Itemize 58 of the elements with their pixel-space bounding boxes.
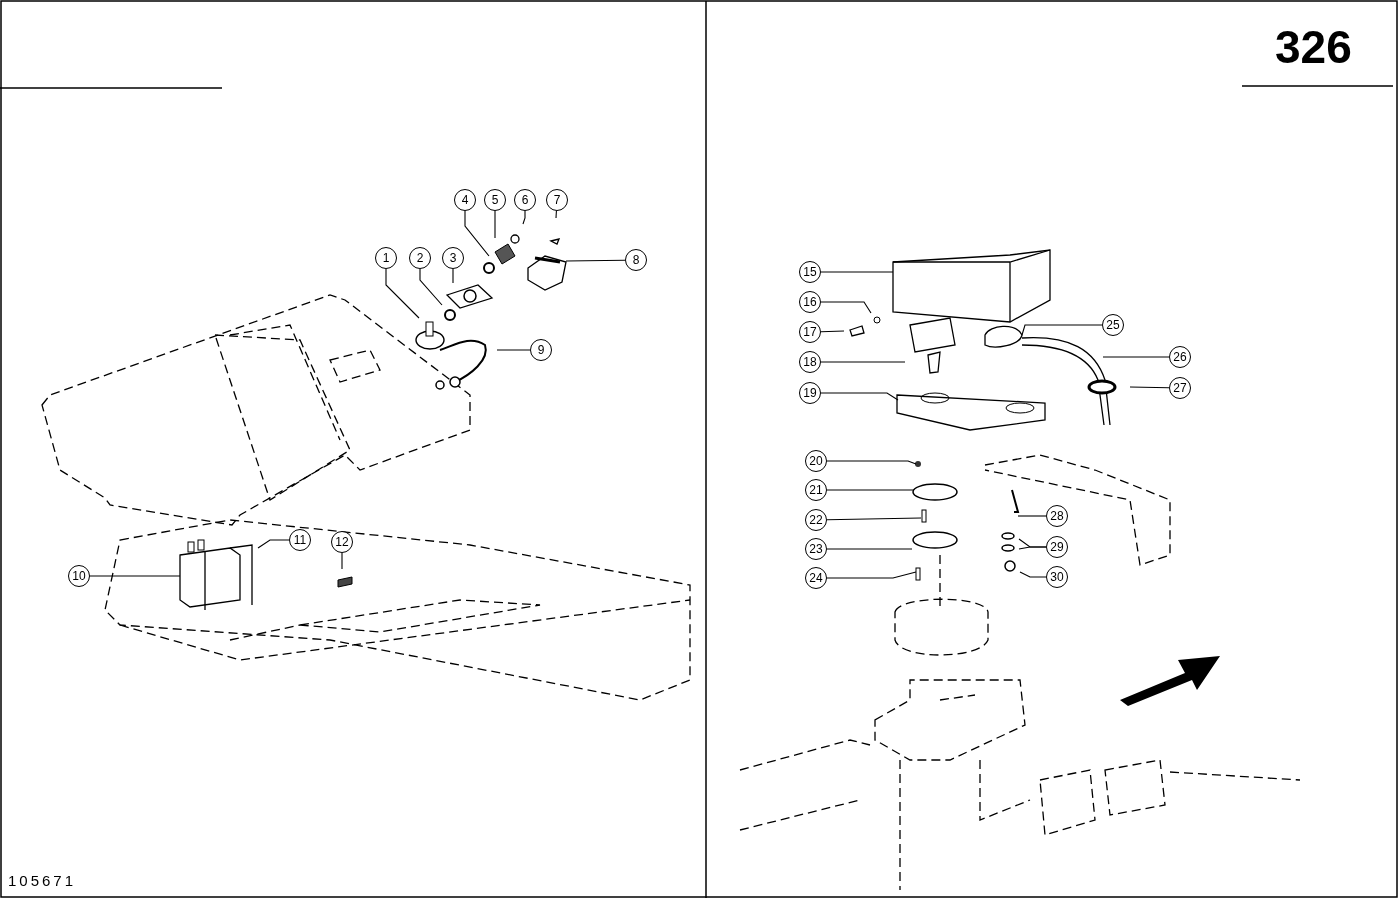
callout-number: 2	[409, 247, 431, 269]
leader-line	[341, 552, 343, 570]
callout-number: 4	[454, 189, 476, 211]
callout-number: 20	[805, 450, 827, 472]
leader-line	[820, 330, 845, 333]
callout-number: 8	[625, 249, 647, 271]
leader-line	[522, 210, 526, 225]
callout-number: 16	[799, 291, 821, 313]
callout-number: 5	[484, 189, 506, 211]
callout-number: 27	[1169, 377, 1191, 399]
leader-line	[494, 210, 496, 239]
callout-number: 12	[331, 531, 353, 553]
leader-line	[826, 460, 917, 465]
leader-line	[89, 575, 181, 577]
leader-line	[820, 361, 906, 363]
leader-line	[1021, 324, 1103, 336]
leader-line	[820, 392, 899, 401]
callout-number: 18	[799, 351, 821, 373]
callout-number: 22	[805, 509, 827, 531]
leader-line	[826, 517, 922, 521]
leader-line	[1129, 386, 1170, 389]
leader-line	[820, 271, 894, 273]
leader-line	[826, 571, 917, 579]
page-number: 326	[1275, 20, 1352, 74]
leader-line	[1102, 356, 1170, 358]
callout-number: 11	[289, 529, 311, 551]
leader-line	[1019, 571, 1047, 578]
callout-number: 29	[1046, 536, 1068, 558]
callout-number: 10	[68, 565, 90, 587]
leader-line	[565, 259, 626, 262]
leader-line	[1018, 546, 1047, 550]
callout-number: 7	[546, 189, 568, 211]
drawing-number: 105671	[8, 872, 77, 889]
callout-number: 3	[442, 247, 464, 269]
callout-number: 25	[1102, 314, 1124, 336]
callout-number: 21	[805, 479, 827, 501]
leader-line	[555, 210, 557, 219]
callout-number: 23	[805, 538, 827, 560]
leader-line	[826, 548, 913, 550]
leader-line	[257, 539, 290, 549]
callout-number: 9	[530, 339, 552, 361]
leader-line	[452, 268, 454, 284]
leader-line	[820, 301, 872, 314]
callout-number: 15	[799, 261, 821, 283]
callout-number: 26	[1169, 346, 1191, 368]
callout-number: 6	[514, 189, 536, 211]
callout-number: 30	[1046, 566, 1068, 588]
leader-line	[496, 349, 531, 351]
leader-line	[1017, 515, 1047, 517]
leader-line	[464, 210, 490, 257]
callout-number: 19	[799, 382, 821, 404]
leader-line	[826, 489, 915, 491]
callout-number: 17	[799, 321, 821, 343]
leader-line	[385, 268, 420, 319]
callout-number: 24	[805, 567, 827, 589]
leader-line	[419, 268, 443, 306]
callout-number: 28	[1046, 505, 1068, 527]
callout-number: 1	[375, 247, 397, 269]
